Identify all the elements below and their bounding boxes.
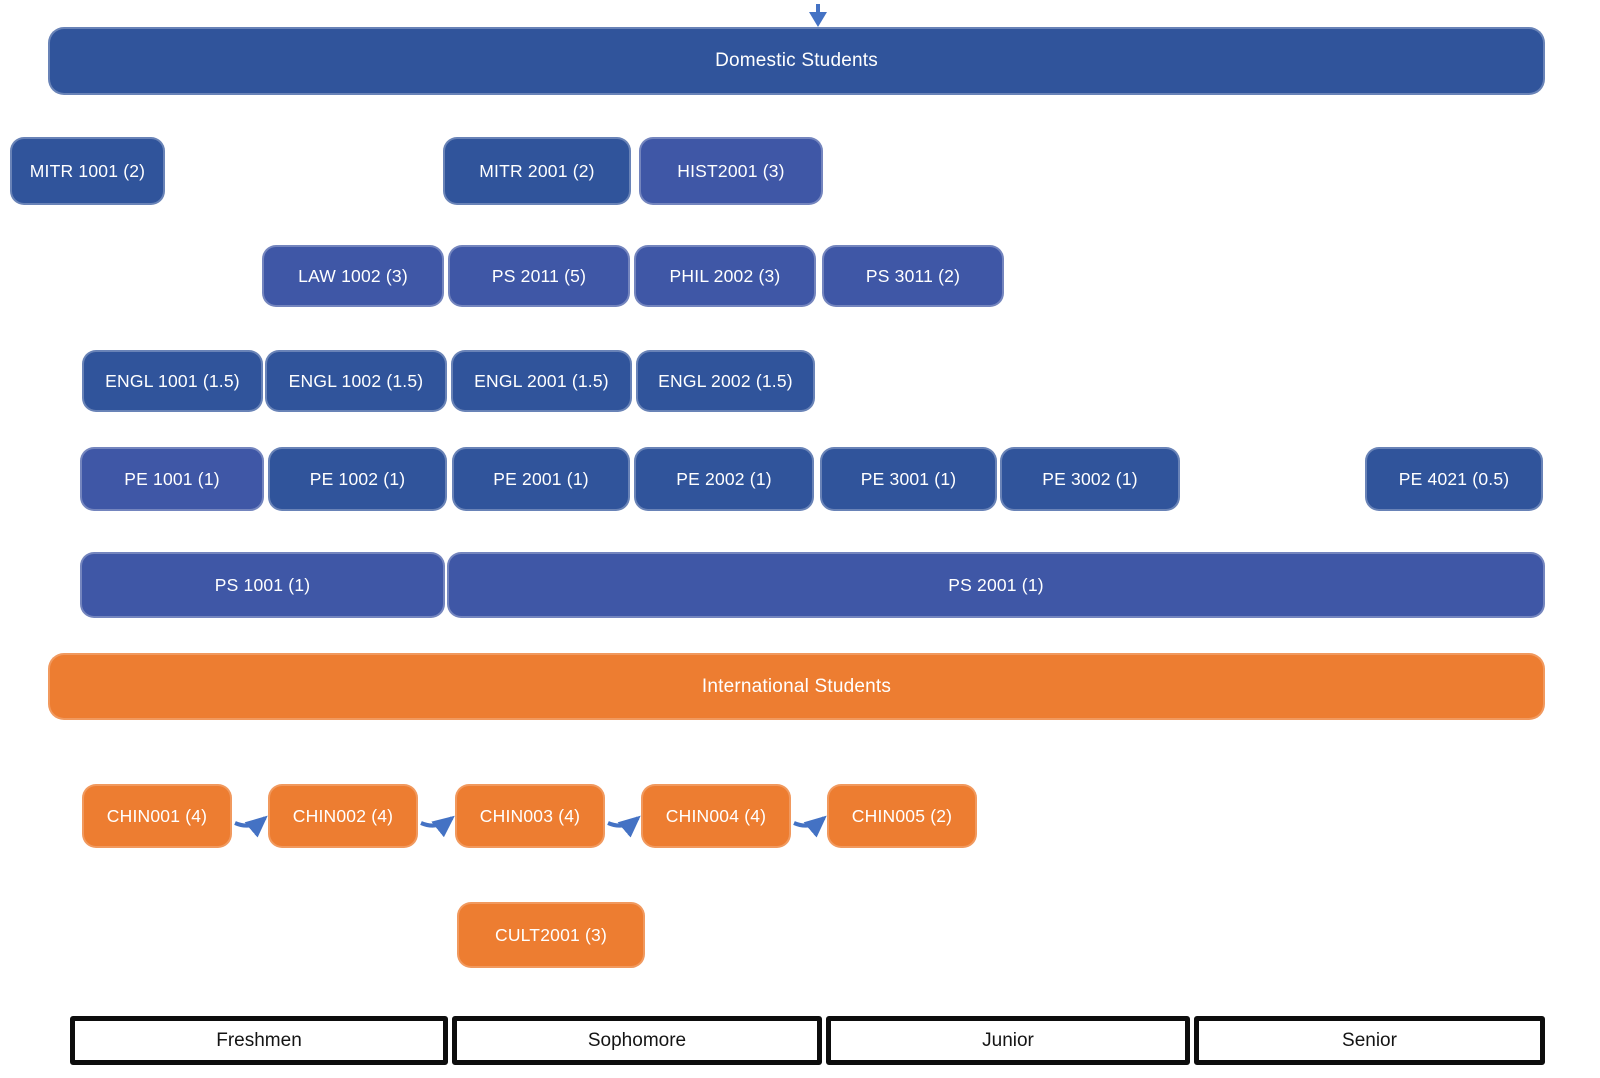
course-box-ps-2011: PS 2011 (5) — [448, 245, 630, 307]
year-label: Freshmen — [216, 1029, 302, 1051]
course-box-ps-1001: PS 1001 (1) — [80, 552, 445, 618]
course-box-engl-1002: ENGL 1002 (1.5) — [265, 350, 447, 412]
year-label: Sophomore — [587, 1029, 687, 1051]
course-box-hist2001: HIST2001 (3) — [639, 137, 823, 205]
course-box-chin001: CHIN001 (4) — [82, 784, 232, 848]
course-label: PE 3002 (1) — [1042, 468, 1138, 489]
year-box-sophomore: Sophomore — [452, 1016, 822, 1065]
course-box-pe-4021: PE 4021 (0.5) — [1365, 447, 1543, 511]
year-box-freshmen: Freshmen — [70, 1016, 448, 1065]
course-box-ps-3011: PS 3011 (2) — [822, 245, 1004, 307]
course-box-pe-3002: PE 3002 (1) — [1000, 447, 1180, 511]
course-label: PE 4021 (0.5) — [1398, 468, 1510, 489]
course-box-chin003: CHIN003 (4) — [455, 784, 605, 848]
course-box-engl-2002: ENGL 2002 (1.5) — [636, 350, 815, 412]
course-box-chin004: CHIN004 (4) — [641, 784, 791, 848]
domestic-students-bar: Domestic Students — [48, 27, 1545, 95]
year-box-junior: Junior — [826, 1016, 1190, 1065]
course-label: PS 1001 (1) — [214, 574, 311, 595]
course-box-phil-2002: PHIL 2002 (3) — [634, 245, 816, 307]
course-label: PE 1002 (1) — [309, 468, 406, 489]
course-box-mitr-2001: MITR 2001 (2) — [443, 137, 631, 205]
course-label: PE 2002 (1) — [676, 468, 772, 489]
course-label: PS 2001 (1) — [948, 574, 1044, 595]
course-label: PS 3011 (2) — [865, 265, 961, 286]
course-box-cult2001: CULT2001 (3) — [457, 902, 645, 968]
course-label: CHIN005 (2) — [851, 805, 953, 826]
entry-down-arrow-icon — [809, 4, 827, 27]
course-label: PE 1001 (1) — [124, 468, 220, 489]
course-label: PE 2001 (1) — [493, 468, 589, 489]
course-label: ENGL 1002 (1.5) — [288, 370, 424, 391]
course-label: MITR 1001 (2) — [29, 160, 146, 181]
course-label: CHIN001 (4) — [106, 805, 208, 826]
course-box-engl-1001: ENGL 1001 (1.5) — [82, 350, 263, 412]
year-label: Junior — [982, 1029, 1034, 1051]
course-box-pe-2001: PE 2001 (1) — [452, 447, 630, 511]
flow-arrow-icon — [793, 815, 827, 838]
year-box-senior: Senior — [1194, 1016, 1545, 1065]
course-box-mitr-1001: MITR 1001 (2) — [10, 137, 165, 205]
course-label: HIST2001 (3) — [677, 160, 785, 181]
course-box-pe-2002: PE 2002 (1) — [634, 447, 814, 511]
course-box-pe-3001: PE 3001 (1) — [820, 447, 997, 511]
course-label: CHIN003 (4) — [479, 805, 581, 826]
course-label: PHIL 2002 (3) — [669, 265, 781, 286]
course-label: PS 2011 (5) — [491, 265, 587, 286]
course-label: CHIN002 (4) — [292, 805, 394, 826]
flow-arrow-icon — [607, 815, 641, 838]
flow-arrow-icon — [234, 815, 268, 838]
year-label: Senior — [1342, 1029, 1397, 1051]
course-label: ENGL 1001 (1.5) — [105, 370, 240, 391]
course-box-pe-1001: PE 1001 (1) — [80, 447, 264, 511]
international-students-label: International Students — [701, 675, 892, 697]
course-label: ENGL 2001 (1.5) — [474, 370, 609, 391]
course-box-pe-1002: PE 1002 (1) — [268, 447, 447, 511]
course-box-engl-2001: ENGL 2001 (1.5) — [451, 350, 632, 412]
course-label: MITR 2001 (2) — [479, 160, 595, 181]
international-students-bar: International Students — [48, 653, 1545, 720]
course-box-law-1002: LAW 1002 (3) — [262, 245, 444, 307]
course-box-ps-2001: PS 2001 (1) — [447, 552, 1545, 618]
course-label: LAW 1002 (3) — [298, 265, 408, 286]
flow-arrow-icon — [420, 815, 455, 838]
course-label: ENGL 2002 (1.5) — [658, 370, 793, 391]
course-label: CULT2001 (3) — [495, 924, 607, 945]
course-label: CHIN004 (4) — [665, 805, 767, 826]
course-label: PE 3001 (1) — [860, 468, 957, 489]
course-box-chin002: CHIN002 (4) — [268, 784, 418, 848]
domestic-students-label: Domestic Students — [715, 50, 878, 71]
course-box-chin005: CHIN005 (2) — [827, 784, 977, 848]
